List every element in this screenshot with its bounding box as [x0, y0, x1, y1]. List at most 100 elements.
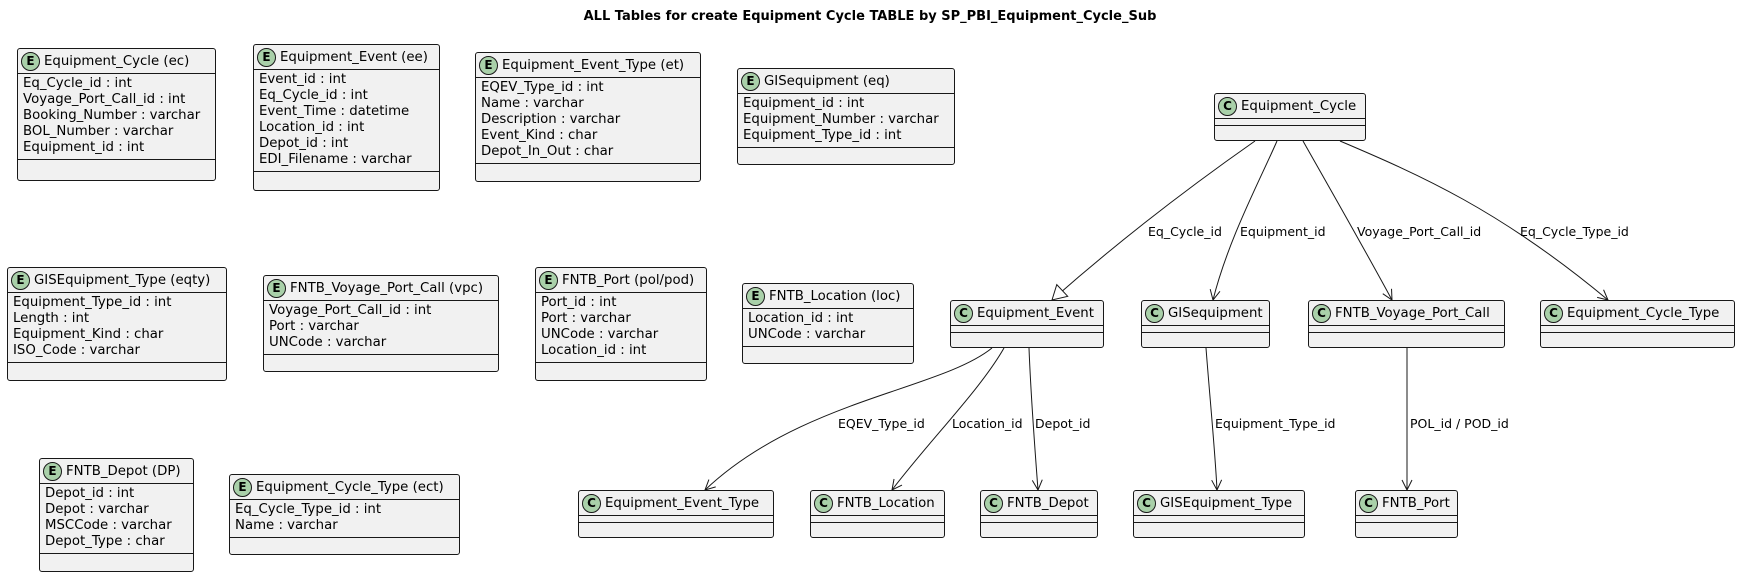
- attribute-line: Port : varchar: [541, 311, 631, 326]
- attribute-line: Voyage_Port_Call_id : int: [23, 92, 186, 107]
- attribute-line: UNCode : varchar: [748, 327, 866, 342]
- relation-line: [1028, 347, 1039, 491]
- class-name: FNTB_Port: [1382, 495, 1450, 511]
- methods-divider: [579, 522, 773, 523]
- methods-divider: [476, 163, 700, 164]
- class-name: GISEquipment_Type: [1160, 495, 1293, 511]
- entity-name: FNTB_Location (loc): [769, 288, 901, 304]
- class-name: Equipment_Event_Type: [605, 495, 760, 511]
- relation-voyage-port-call-id: Voyage_Port_Call_id: [1302, 140, 1481, 301]
- relation-eq-cycle-type-id: Eq_Cycle_Type_id: [1339, 140, 1629, 301]
- open-arrowhead: [1209, 289, 1221, 302]
- open-arrowhead: [1382, 288, 1393, 301]
- attribute-line: Depot : varchar: [45, 502, 149, 517]
- relation-line: [1212, 140, 1278, 301]
- attribute-line: Location_id : int: [259, 120, 365, 135]
- attribute-line: Event_Kind : char: [481, 128, 598, 143]
- attribute-line: UNCode : varchar: [269, 335, 387, 350]
- methods-divider: [1541, 332, 1734, 333]
- entity-stereotype-icon: E: [43, 461, 62, 481]
- entity-name: Equipment_Cycle_Type (ect): [256, 479, 444, 495]
- relation-label: Location_id: [952, 416, 1023, 431]
- methods-divider: [811, 522, 944, 523]
- attribute-line: Equipment_Type_id : int: [13, 295, 172, 310]
- entity-name: Equipment_Cycle (ec): [44, 53, 190, 69]
- relation-label: Depot_id: [1035, 416, 1090, 431]
- attribute-line: Length : int: [13, 311, 90, 326]
- header-divider: [743, 308, 913, 309]
- methods-divider: [254, 171, 439, 172]
- methods-divider: [951, 332, 1103, 333]
- header-divider: [264, 300, 498, 301]
- methods-divider: [40, 553, 193, 554]
- attribute-line: BOL_Number : varchar: [23, 124, 174, 139]
- relation-line: [1302, 140, 1393, 301]
- attribute-line: Equipment_id : int: [23, 140, 145, 155]
- class-stereotype-icon: C: [1218, 96, 1237, 116]
- open-arrowhead: [891, 478, 903, 491]
- relation-label: POL_id / POD_id: [1410, 416, 1509, 431]
- relation-label: EQEV_Type_id: [838, 416, 925, 431]
- header-divider: [18, 73, 215, 74]
- relation-label: Eq_Cycle_id: [1148, 224, 1222, 239]
- entity-stereotype-icon: E: [267, 278, 286, 298]
- open-arrowhead: [1211, 479, 1223, 492]
- attribute-line: Name : varchar: [235, 518, 338, 533]
- entity-stereotype-icon: E: [741, 71, 760, 91]
- class-name: FNTB_Voyage_Port_Call: [1335, 305, 1490, 321]
- header-divider: [951, 325, 1103, 326]
- entity-name: FNTB_Port (pol/pod): [562, 272, 695, 288]
- methods-divider: [8, 362, 226, 363]
- class-stereotype-icon: C: [1359, 493, 1378, 513]
- attribute-line: Description : varchar: [481, 112, 621, 127]
- header-divider: [579, 515, 773, 516]
- relation-eq-cycle-id: Eq_Cycle_id: [1051, 140, 1256, 301]
- header-divider: [981, 515, 1097, 516]
- class-name: GISequipment: [1168, 305, 1263, 321]
- header-divider: [1309, 325, 1504, 326]
- header-divider: [230, 499, 459, 500]
- entity-stereotype-icon: E: [21, 51, 40, 71]
- entity-stereotype-icon: E: [233, 477, 252, 497]
- methods-divider: [1142, 332, 1269, 333]
